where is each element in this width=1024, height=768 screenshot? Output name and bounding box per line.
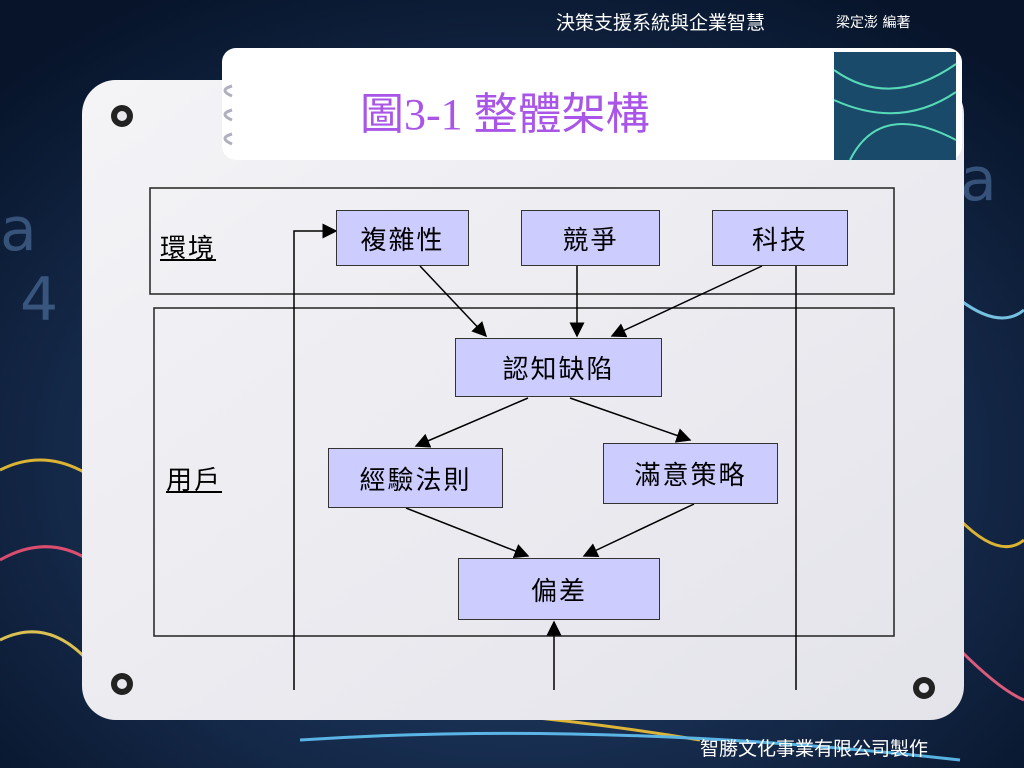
arrow-heuristics-bias bbox=[405, 507, 530, 559]
section-label-user: 用戶 bbox=[166, 466, 223, 496]
arrow-satisficing-bias bbox=[582, 503, 695, 558]
user-frame bbox=[153, 307, 895, 637]
publisher-footer: 智勝文化事業有限公司製作 bbox=[699, 738, 928, 760]
node-cognitive-deficit: 認知缺陷 bbox=[455, 338, 662, 397]
node-heuristics: 經驗法則 bbox=[328, 448, 503, 508]
node-complexity: 複雜性 bbox=[336, 210, 469, 266]
node-competition: 競爭 bbox=[521, 210, 660, 266]
svg-text:4: 4 bbox=[20, 265, 58, 335]
arrow-cognitive-satisficing bbox=[569, 397, 692, 443]
arrow-complexity-cognitive bbox=[419, 265, 488, 338]
arrow-technology-cognitive bbox=[610, 265, 763, 338]
svg-text:a: a bbox=[0, 195, 37, 265]
author-credit: 梁定澎 編著 bbox=[836, 15, 911, 31]
node-satisficing: 滿意策略 bbox=[603, 443, 778, 504]
feedback-arrow-left bbox=[293, 223, 338, 690]
arrow-cognitive-heuristics bbox=[414, 397, 529, 448]
section-label-environment: 環境 bbox=[160, 234, 217, 264]
slide-title: 圖3-1 整體架構 bbox=[360, 90, 650, 139]
environment-frame bbox=[149, 187, 895, 295]
svg-text:a: a bbox=[960, 145, 997, 215]
course-title: 決策支援系統與企業智慧 bbox=[556, 12, 766, 34]
node-bias: 偏差 bbox=[458, 558, 660, 620]
node-technology: 科技 bbox=[712, 210, 848, 266]
